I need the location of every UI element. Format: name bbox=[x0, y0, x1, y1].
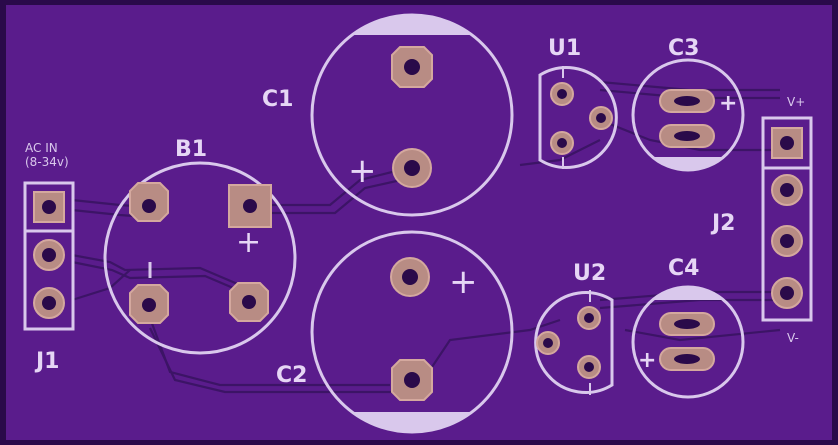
c1-hole-2 bbox=[404, 160, 420, 176]
capacitor-c4: + C4 bbox=[631, 256, 745, 399]
c4-label: C4 bbox=[668, 256, 699, 281]
capacitor-c1: + C1 bbox=[262, 13, 514, 217]
bridge-rectifier-b1: B1 + bbox=[103, 137, 297, 355]
j1-hole-3 bbox=[42, 296, 56, 310]
u1-hole-2 bbox=[596, 113, 606, 123]
connector-j2: J2 V+ V- bbox=[710, 95, 813, 345]
b1-outline bbox=[103, 161, 297, 355]
c3-label: C3 bbox=[668, 36, 699, 61]
v-plus-label: V+ bbox=[787, 95, 805, 109]
j1-label: J1 bbox=[34, 349, 60, 374]
j2-hole-3 bbox=[780, 234, 794, 248]
c3-plus-sign: + bbox=[719, 91, 737, 116]
v-minus-label: V- bbox=[787, 331, 799, 345]
ac-in-label: AC IN bbox=[25, 141, 58, 155]
capacitor-c2: + C2 bbox=[276, 230, 514, 434]
c1-band bbox=[352, 15, 472, 35]
u1-outline bbox=[538, 66, 618, 169]
c2-plus-sign: + bbox=[449, 262, 478, 302]
b1-hole-4 bbox=[242, 295, 256, 309]
regulator-u1: U1 bbox=[538, 36, 618, 169]
capacitor-c3: + C3 bbox=[631, 36, 745, 172]
j2-hole-1 bbox=[780, 136, 794, 150]
j1-hole-2 bbox=[42, 248, 56, 262]
u1-label: U1 bbox=[548, 36, 581, 61]
c4-hole-1 bbox=[674, 319, 700, 329]
c3-band bbox=[652, 157, 724, 171]
c4-hole-2 bbox=[674, 354, 700, 364]
b1-hole-plus bbox=[243, 199, 257, 213]
j2-label: J2 bbox=[710, 211, 736, 236]
c2-hole-1 bbox=[402, 269, 418, 285]
c3-hole-2 bbox=[674, 131, 700, 141]
c3-hole-1 bbox=[674, 96, 700, 106]
u2-hole-3 bbox=[584, 362, 594, 372]
c4-band bbox=[652, 286, 724, 300]
c2-label: C2 bbox=[276, 363, 307, 388]
connector-j1: J1 AC IN (8-34v) bbox=[23, 141, 75, 374]
b1-label: B1 bbox=[175, 137, 207, 162]
c1-hole-1 bbox=[404, 59, 420, 75]
b1-hole-minus bbox=[142, 298, 156, 312]
j1-hole-1 bbox=[42, 200, 56, 214]
u2-hole-2 bbox=[543, 338, 553, 348]
u2-label: U2 bbox=[573, 261, 606, 286]
c2-hole-2 bbox=[404, 372, 420, 388]
b1-hole-1 bbox=[142, 199, 156, 213]
u1-hole-1 bbox=[557, 89, 567, 99]
j2-hole-2 bbox=[780, 183, 794, 197]
c4-plus-sign: + bbox=[638, 348, 656, 373]
c1-plus-sign: + bbox=[348, 151, 377, 191]
c1-label: C1 bbox=[262, 87, 293, 112]
u1-hole-3 bbox=[557, 138, 567, 148]
c2-band bbox=[352, 412, 472, 432]
j2-outline bbox=[761, 116, 813, 322]
u2-outline bbox=[534, 291, 614, 394]
j2-hole-4 bbox=[780, 286, 794, 300]
ac-in-voltage-label: (8-34v) bbox=[25, 155, 69, 169]
j1-outline bbox=[23, 181, 75, 331]
b1-plus-sign: + bbox=[236, 225, 261, 260]
regulator-u2: U2 bbox=[534, 261, 614, 395]
u2-hole-1 bbox=[584, 313, 594, 323]
